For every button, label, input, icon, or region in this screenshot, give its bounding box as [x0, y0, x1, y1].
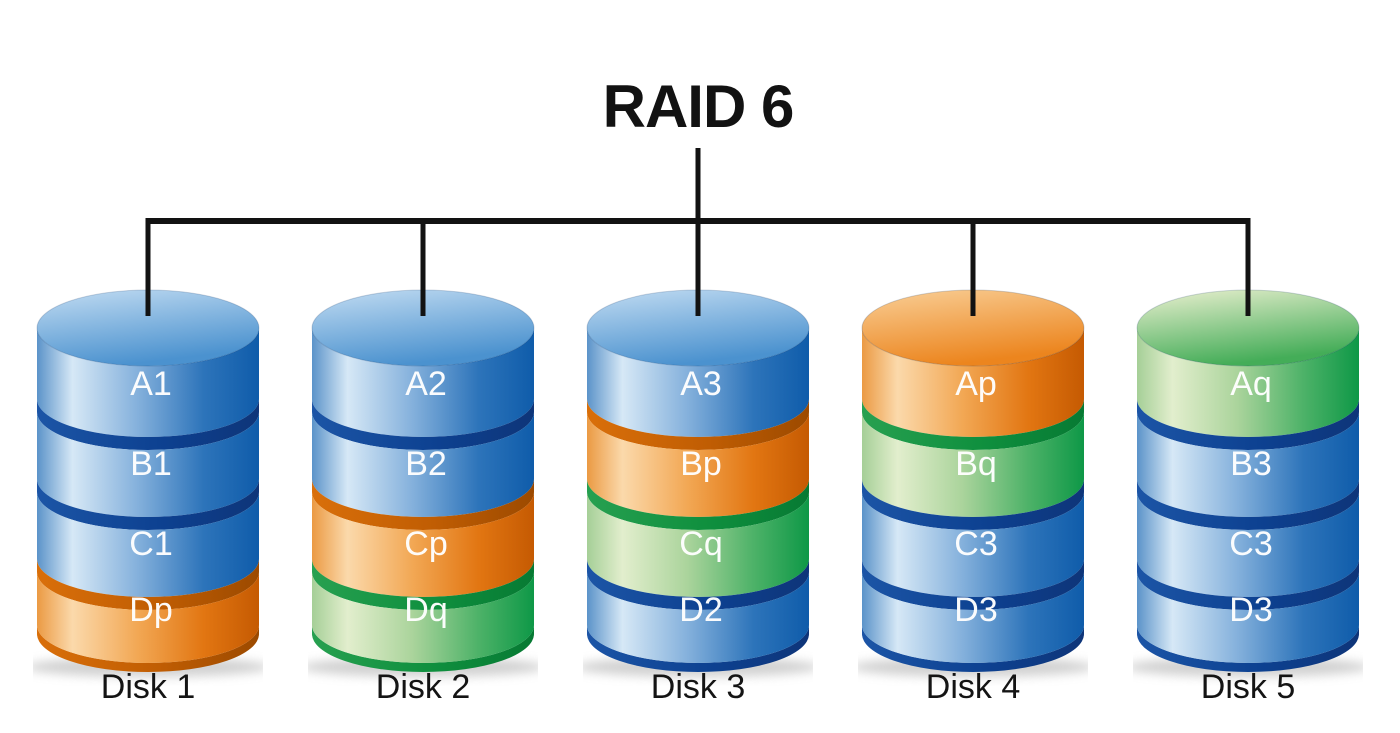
stripe-block-B3 — [1137, 412, 1359, 517]
stripe-block-Bp — [587, 412, 809, 517]
platter-gap — [37, 559, 259, 610]
platter-gap — [1137, 559, 1359, 610]
disk-label: Disk 2 — [375, 668, 471, 706]
stripe-block-D2 — [587, 572, 809, 663]
stripe-block-B1 — [37, 412, 259, 517]
block-label: B1 — [130, 445, 172, 483]
disk-label: Disk 1 — [100, 668, 196, 706]
block-label: A3 — [680, 365, 722, 403]
platter-gap — [862, 479, 1084, 530]
stripe-block-A3 — [587, 328, 809, 437]
disk-bottom-rim — [37, 625, 259, 672]
stripe-block-A2 — [312, 328, 534, 437]
block-label: Cp — [404, 525, 447, 563]
stripe-block-Aq — [1137, 328, 1359, 437]
block-label: Dp — [129, 591, 172, 629]
block-label: D2 — [679, 591, 722, 629]
stripe-block-A1 — [37, 328, 259, 437]
stripe-block-C3 — [862, 492, 1084, 597]
block-label: D3 — [1229, 591, 1272, 629]
block-label: Ap — [955, 365, 997, 403]
disk-top — [36, 289, 260, 367]
platter-gap — [587, 479, 809, 530]
disk-bottom-rim — [587, 625, 809, 672]
block-label: B2 — [405, 445, 447, 483]
block-label: B3 — [1230, 445, 1272, 483]
diagram-title: RAID 6 — [602, 73, 795, 140]
stripe-block-C3 — [1137, 492, 1359, 597]
stripe-block-C1 — [37, 492, 259, 597]
stripe-block-D3 — [1137, 572, 1359, 663]
stripe-block-Cp — [312, 492, 534, 597]
disk-label: Disk 5 — [1200, 668, 1296, 706]
platter-gap — [312, 559, 534, 610]
block-label: Bq — [955, 445, 997, 483]
stripe-block-Ap — [862, 328, 1084, 437]
block-label: A1 — [130, 365, 172, 403]
stripe-block-B2 — [312, 412, 534, 517]
stripe-block-Dq — [312, 572, 534, 663]
disk-label: Disk 4 — [925, 668, 1021, 706]
platter-gap — [37, 399, 259, 450]
block-label: Cq — [679, 525, 722, 563]
disk-top — [311, 289, 535, 367]
block-label: D3 — [954, 591, 997, 629]
platter-gap — [1137, 479, 1359, 530]
platter-gap — [312, 399, 534, 450]
block-label: C3 — [1229, 525, 1272, 563]
block-label: A2 — [405, 365, 447, 403]
stripe-block-Dp — [37, 572, 259, 663]
block-label: C3 — [954, 525, 997, 563]
disk-bottom-rim — [1137, 625, 1359, 672]
platter-gap — [862, 559, 1084, 610]
platter-gap — [587, 559, 809, 610]
block-label: Dq — [404, 591, 447, 629]
stripe-block-D3 — [862, 572, 1084, 663]
platter-gap — [587, 399, 809, 450]
platter-gap — [37, 479, 259, 530]
block-label: Bp — [680, 445, 722, 483]
disk-label: Disk 3 — [650, 668, 746, 706]
stripe-block-Cq — [587, 492, 809, 597]
disk-bottom-rim — [312, 625, 534, 672]
block-label: Aq — [1230, 365, 1272, 403]
disk-top — [586, 289, 810, 367]
disk-top — [1136, 289, 1360, 367]
disk-bottom-rim — [862, 625, 1084, 672]
platter-gap — [312, 479, 534, 530]
block-label: C1 — [129, 525, 172, 563]
stripe-block-Bq — [862, 412, 1084, 517]
platter-gap — [862, 399, 1084, 450]
disk-top — [861, 289, 1085, 367]
platter-gap — [1137, 399, 1359, 450]
